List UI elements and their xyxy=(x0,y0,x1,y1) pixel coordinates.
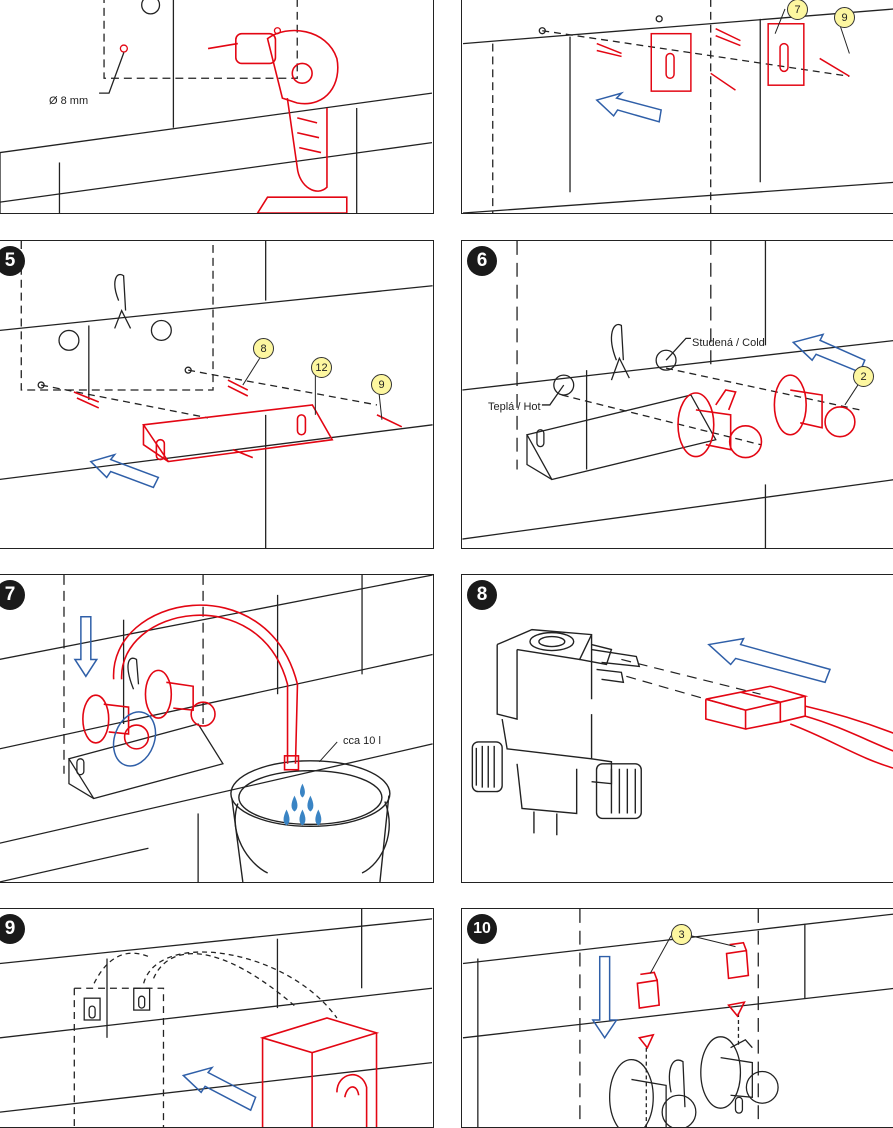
step-9-badge: 9 xyxy=(0,914,25,944)
step-8-illustration xyxy=(471,628,893,836)
callout-7: 7 xyxy=(787,0,808,20)
water-drops-icon xyxy=(283,783,322,826)
filter-nut-icon xyxy=(636,941,750,1050)
cover-box-icon xyxy=(259,1017,380,1127)
down-arrow-icon xyxy=(73,615,99,678)
step-9-panel: 9 xyxy=(0,908,434,1128)
push-arrow-icon xyxy=(181,1066,257,1112)
callout-9: 9 xyxy=(371,374,392,395)
step-4-illustration xyxy=(462,0,893,213)
callout-9: 9 xyxy=(834,7,855,28)
step-5-badge: 5 xyxy=(0,246,25,276)
step-8-badge: 8 xyxy=(467,580,497,610)
step-10-illustration xyxy=(462,909,893,1127)
callout-12: 12 xyxy=(311,357,332,378)
step-6-panel: 6 2 Studená / Cold Teplá / Hot xyxy=(461,240,893,549)
hose-icon xyxy=(112,604,299,764)
callout-3: 3 xyxy=(671,924,692,945)
step-3-panel: Ø 8 mm xyxy=(0,0,434,214)
down-arrow-icon xyxy=(591,955,618,1040)
step-5-panel: 5 8 12 9 xyxy=(0,240,434,549)
step-6-illustration xyxy=(462,241,893,548)
angle-valve-icon xyxy=(677,374,856,459)
push-arrow-icon xyxy=(791,333,866,374)
push-arrow-icon xyxy=(707,637,832,684)
push-arrow-icon xyxy=(89,453,160,489)
drill-diameter-label: Ø 8 mm xyxy=(49,95,89,107)
solenoid-valve-icon xyxy=(471,628,642,836)
hot-water-label: Teplá / Hot xyxy=(488,401,541,413)
wall-anchor-icon xyxy=(596,42,622,58)
step-7-badge: 7 xyxy=(0,580,25,610)
water-bucket-icon xyxy=(230,760,391,882)
step-9-illustration xyxy=(0,909,433,1127)
step-6-badge: 6 xyxy=(467,246,497,276)
step-10-panel: 10 3 xyxy=(461,908,893,1128)
mounting-bracket-icon xyxy=(73,379,403,463)
step-7-panel: 7 cca 10 l xyxy=(0,574,434,883)
step-10-badge: 10 xyxy=(467,914,497,944)
step-4-panel: 7 9 xyxy=(461,0,893,214)
volume-label: cca 10 l xyxy=(343,735,381,747)
step-5-illustration xyxy=(0,241,433,548)
cold-water-label: Studená / Cold xyxy=(692,337,765,349)
connector-plug-icon xyxy=(705,685,893,769)
step-8-panel: 8 xyxy=(461,574,893,883)
highlight-ring-icon xyxy=(112,711,157,767)
callout-2: 2 xyxy=(853,366,874,387)
step-7-illustration xyxy=(0,575,433,882)
callout-8: 8 xyxy=(253,338,274,359)
push-arrow-icon xyxy=(595,91,663,123)
step-3-illustration xyxy=(0,0,433,213)
drill-icon xyxy=(207,29,348,213)
